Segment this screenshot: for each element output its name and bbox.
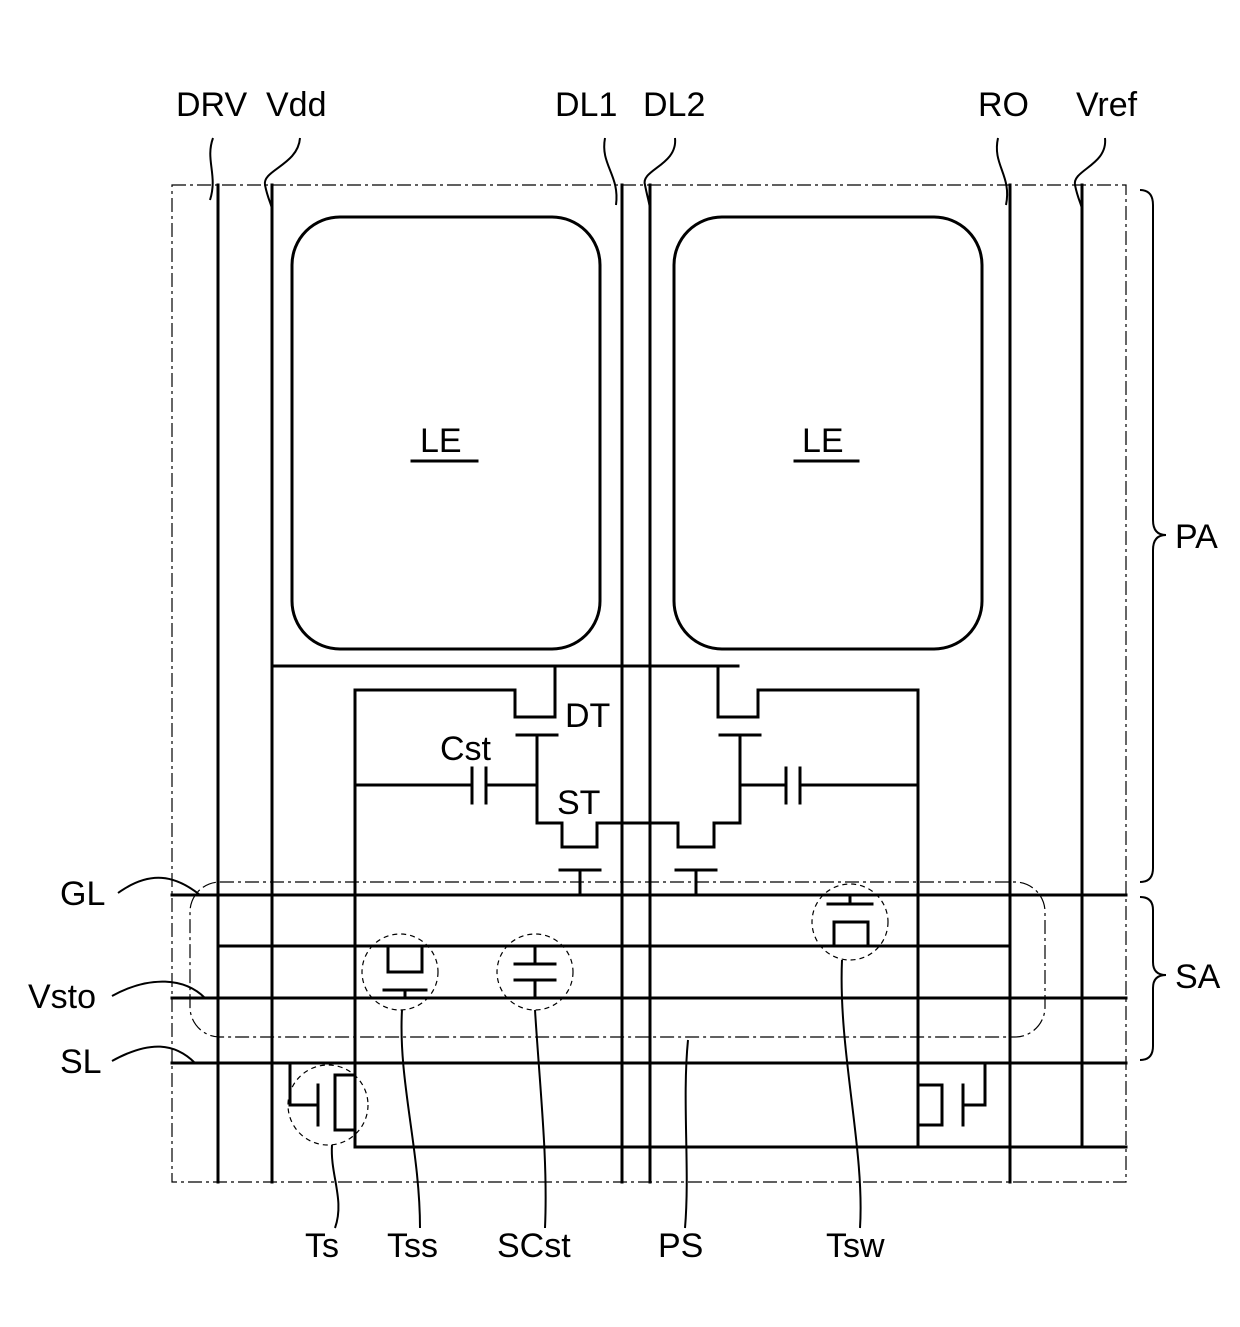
sa-brace bbox=[1140, 897, 1166, 1060]
label-ps: PS bbox=[658, 1227, 703, 1265]
ps-leader bbox=[685, 1040, 688, 1228]
label-ts: Ts bbox=[305, 1227, 339, 1265]
right-bottom-transistor bbox=[918, 1085, 942, 1125]
label-le-right: LE bbox=[802, 422, 844, 460]
pa-brace bbox=[1140, 190, 1166, 882]
tsw-transistor bbox=[834, 922, 868, 946]
right-gate-node bbox=[597, 735, 740, 847]
label-ro: RO bbox=[978, 86, 1029, 124]
label-tsw: Tsw bbox=[826, 1227, 885, 1265]
tss-transistor bbox=[388, 946, 422, 972]
label-dl1: DL1 bbox=[555, 86, 617, 124]
tss-leader bbox=[402, 1010, 420, 1228]
label-gl: GL bbox=[60, 875, 105, 913]
label-vref: Vref bbox=[1076, 86, 1138, 124]
label-drv: DRV bbox=[176, 86, 247, 124]
vsto-leader bbox=[112, 982, 205, 998]
label-st: ST bbox=[557, 784, 600, 822]
ts-transistor bbox=[335, 1063, 355, 1147]
label-cst: Cst bbox=[440, 730, 492, 768]
drv-leader bbox=[210, 138, 213, 200]
right-bottom-transistor-gate-wire bbox=[963, 1063, 985, 1105]
sl-leader bbox=[112, 1047, 195, 1063]
label-vsto: Vsto bbox=[28, 978, 96, 1016]
dl1-leader bbox=[604, 138, 616, 205]
label-sa: SA bbox=[1175, 958, 1221, 996]
ts-leader bbox=[332, 1145, 339, 1228]
vdd-leader bbox=[265, 138, 300, 210]
dt-right-drain bbox=[718, 666, 918, 1147]
label-dt: DT bbox=[565, 697, 610, 735]
gl-leader bbox=[118, 878, 200, 895]
label-sl: SL bbox=[60, 1043, 102, 1081]
scst-leader bbox=[535, 1010, 546, 1228]
vref-leader bbox=[1075, 138, 1105, 210]
label-dl2: DL2 bbox=[643, 86, 705, 124]
tsw-leader bbox=[842, 960, 861, 1228]
label-le-left: LE bbox=[420, 422, 462, 460]
label-vdd: Vdd bbox=[266, 86, 327, 124]
label-tss: Tss bbox=[387, 1227, 438, 1265]
label-scst: SCst bbox=[497, 1227, 571, 1265]
dl2-leader bbox=[645, 138, 676, 210]
label-pa: PA bbox=[1175, 518, 1218, 556]
ro-leader bbox=[997, 138, 1007, 205]
